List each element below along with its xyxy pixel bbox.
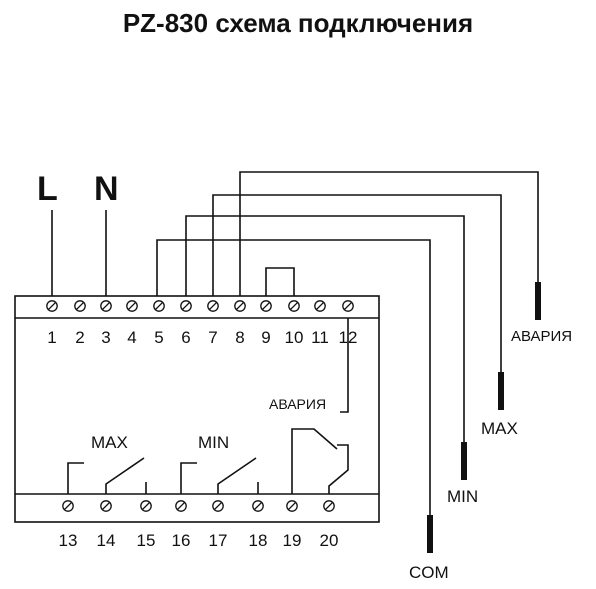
- top-terminal-8-slot: [235, 301, 245, 311]
- label-line: L: [37, 170, 58, 208]
- diagram-title: PZ-830 схема подключения: [122, 8, 474, 38]
- probe-min-label: MIN: [447, 487, 478, 506]
- wire-alarm-terminal: [340, 318, 349, 413]
- probe-com-icon: [427, 515, 433, 553]
- bottom-terminal-14-slot: [101, 501, 111, 511]
- top-terminal-number-2: 2: [75, 328, 84, 347]
- jumper-9-10: [265, 267, 295, 296]
- bottom-terminal-18-slot: [253, 501, 263, 511]
- bottom-terminal-number-14: 14: [97, 531, 116, 550]
- top-terminal-number-11: 11: [311, 328, 329, 347]
- bottom-terminal-17-slot: [213, 501, 223, 511]
- top-terminal-2-slot: [75, 301, 85, 311]
- top-terminal-number-3: 3: [101, 328, 110, 347]
- bottom-terminal-15-slot: [141, 501, 151, 511]
- top-terminal-number-7: 7: [208, 328, 217, 347]
- top-terminal-10-slot: [289, 301, 299, 311]
- top-terminal-11-slot: [315, 301, 325, 311]
- top-terminal-number-9: 9: [261, 328, 270, 347]
- probe-min-icon: [461, 442, 467, 480]
- top-terminal-1-slot: [47, 301, 57, 311]
- top-terminal-9-slot: [261, 301, 271, 311]
- wire-min: [185, 215, 465, 442]
- bottom-terminal-16-slot: [176, 501, 186, 511]
- probe-max-icon: [498, 372, 504, 410]
- alarm-relay-coil: [291, 428, 338, 494]
- top-terminal-number-6: 6: [181, 328, 190, 347]
- probe-alarm-label: АВАРИЯ: [511, 328, 572, 345]
- bottom-terminal-20-slot: [324, 501, 334, 511]
- max-relay-common: [67, 462, 84, 494]
- label-neutral: N: [94, 170, 119, 208]
- min-relay-switch: [217, 457, 257, 494]
- top-terminal-7-slot: [208, 301, 218, 311]
- probe-com-label: COM: [409, 563, 449, 582]
- relay-min-label: MIN: [198, 433, 229, 452]
- min-relay-common: [180, 462, 197, 494]
- top-terminal-number-12: 12: [339, 328, 358, 347]
- bottom-terminal-number-13: 13: [59, 531, 78, 550]
- probe-max-label: MAX: [481, 419, 518, 438]
- alarm-relay-switch: [328, 444, 349, 494]
- bottom-terminal-number-18: 18: [249, 531, 268, 550]
- top-terminal-number-8: 8: [235, 328, 244, 347]
- bottom-terminal-number-17: 17: [209, 531, 228, 550]
- top-terminal-3-slot: [101, 301, 111, 311]
- bottom-terminal-13-slot: [63, 501, 73, 511]
- top-terminal-5-slot: [154, 301, 164, 311]
- bottom-terminal-number-20: 20: [320, 531, 339, 550]
- wire-max: [212, 194, 502, 372]
- top-terminal-number-10: 10: [285, 328, 304, 347]
- alarm-terminal-label: АВАРИЯ: [269, 396, 326, 412]
- wire-alarm-probe: [239, 171, 539, 296]
- relay-max-label: MAX: [91, 433, 128, 452]
- bottom-terminal-number-15: 15: [137, 531, 156, 550]
- top-terminal-6-slot: [181, 301, 191, 311]
- bottom-terminal-19-slot: [287, 501, 297, 511]
- max-relay-switch: [105, 457, 145, 494]
- device-body: [14, 295, 380, 523]
- probe-alarm-icon: [535, 282, 541, 320]
- top-terminal-4-slot: [127, 301, 137, 311]
- bottom-terminal-number-16: 16: [172, 531, 191, 550]
- top-terminal-number-1: 1: [47, 328, 56, 347]
- top-terminal-12-slot: [343, 301, 353, 311]
- top-terminal-number-5: 5: [154, 328, 163, 347]
- wire-com: [156, 239, 431, 515]
- top-terminal-number-4: 4: [127, 328, 136, 347]
- bottom-terminal-number-19: 19: [283, 531, 302, 550]
